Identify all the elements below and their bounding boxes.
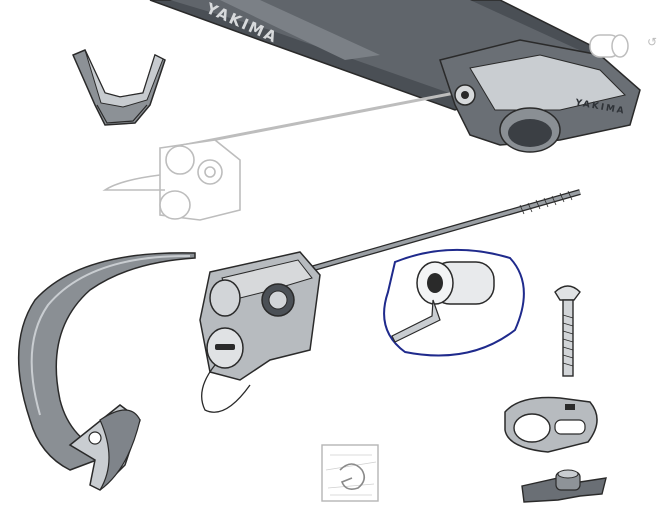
wheel-strap-icon (17, 252, 196, 491)
skewer-lock-icon (199, 189, 581, 413)
fork-cup-icon (72, 49, 166, 126)
ghost-skewer-icon (102, 139, 241, 221)
bar-clamp-icon (504, 396, 598, 453)
carriage-bolt-icon (554, 285, 581, 377)
fork-mount-bar-icon: YAKIMA YAKIMA ↺ (149, 0, 657, 153)
hardware-bag-icon (321, 444, 379, 502)
lock-cylinder-icon (383, 248, 525, 357)
wing-nut-icon (521, 469, 607, 503)
svg-text:↺: ↺ (647, 35, 657, 49)
